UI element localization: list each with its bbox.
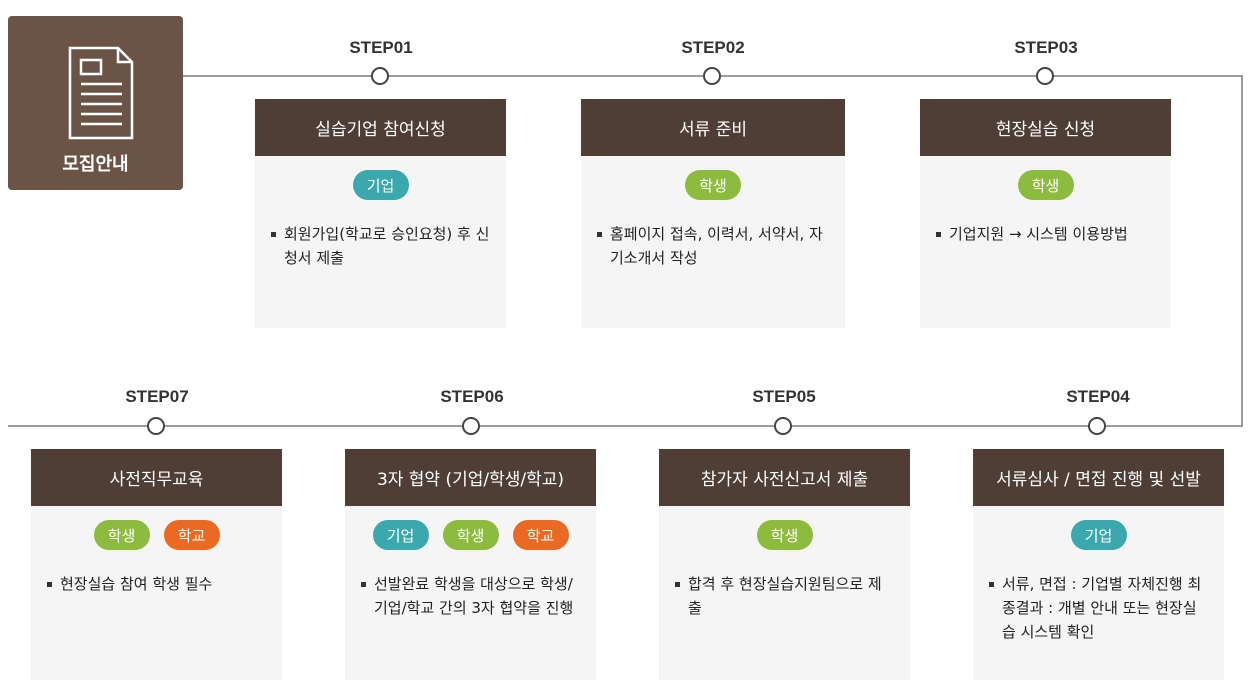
flow-line-right bbox=[1241, 75, 1243, 427]
step03-desc: 기업지원 → 시스템 이용방법 bbox=[949, 225, 1128, 243]
step06-label: STEP06 bbox=[440, 387, 504, 406]
tag-company: 기업 bbox=[352, 170, 409, 200]
tag-student: 학생 bbox=[1017, 170, 1074, 200]
bullet-icon bbox=[361, 582, 366, 587]
recruitment-info-badge: 모집안내 bbox=[8, 16, 183, 190]
step04-node bbox=[1088, 417, 1106, 435]
step06-title: 3자 협약 (기업/학생/학교) bbox=[345, 449, 596, 506]
step07-desc: 현장실습 참여 학생 필수 bbox=[60, 575, 213, 593]
step07-node bbox=[147, 417, 165, 435]
tag-student: 학생 bbox=[442, 520, 499, 550]
step05-label: STEP05 bbox=[752, 387, 816, 406]
step01-desc: 회원가입(학교로 승인요청) 후 신청서 제출 bbox=[284, 225, 490, 267]
step05-node bbox=[774, 417, 792, 435]
step05-desc: 합격 후 현장실습지원팀으로 제출 bbox=[688, 575, 882, 617]
step05-card: 참가자 사전신고서 제출 학생 합격 후 현장실습지원팀으로 제출 bbox=[659, 449, 910, 680]
bullet-icon bbox=[989, 582, 994, 587]
tag-student: 학생 bbox=[756, 520, 813, 550]
bullet-icon bbox=[936, 232, 941, 237]
tag-student: 학생 bbox=[93, 520, 150, 550]
step04-card: 서류심사 / 면접 진행 및 선발 기업 서류, 면접 : 기업별 자체진행 최… bbox=[973, 449, 1224, 680]
step02-label: STEP02 bbox=[681, 38, 745, 57]
step03-card: 현장실습 신청 학생 기업지원 → 시스템 이용방법 bbox=[920, 99, 1171, 328]
step01-title: 실습기업 참여신청 bbox=[255, 99, 506, 156]
step04-label: STEP04 bbox=[1066, 387, 1130, 406]
step02-card: 서류 준비 학생 홈페이지 접속, 이력서, 서약서, 자기소개서 작성 bbox=[581, 99, 845, 328]
bullet-icon bbox=[47, 582, 52, 587]
tag-company: 기업 bbox=[1070, 520, 1127, 550]
step03-title: 현장실습 신청 bbox=[920, 99, 1171, 156]
step01-label: STEP01 bbox=[349, 38, 413, 57]
step06-node bbox=[462, 417, 480, 435]
step04-title: 서류심사 / 면접 진행 및 선발 bbox=[973, 449, 1224, 506]
step03-label: STEP03 bbox=[1014, 38, 1078, 57]
step02-desc: 홈페이지 접속, 이력서, 서약서, 자기소개서 작성 bbox=[610, 225, 823, 267]
tag-school: 학교 bbox=[163, 520, 220, 550]
bullet-icon bbox=[675, 582, 680, 587]
step03-node bbox=[1036, 67, 1054, 85]
step01-node bbox=[371, 67, 389, 85]
tag-school: 학교 bbox=[512, 520, 569, 550]
step02-title: 서류 준비 bbox=[581, 99, 845, 156]
step07-title: 사전직무교육 bbox=[31, 449, 282, 506]
flow-line-bottom bbox=[8, 425, 1243, 427]
step02-node bbox=[703, 67, 721, 85]
document-icon bbox=[68, 46, 134, 140]
step07-card: 사전직무교육 학생 학교 현장실습 참여 학생 필수 bbox=[31, 449, 282, 680]
step01-card: 실습기업 참여신청 기업 회원가입(학교로 승인요청) 후 신청서 제출 bbox=[255, 99, 506, 328]
step05-title: 참가자 사전신고서 제출 bbox=[659, 449, 910, 506]
step07-label: STEP07 bbox=[125, 387, 189, 406]
bullet-icon bbox=[271, 232, 276, 237]
tag-company: 기업 bbox=[372, 520, 429, 550]
tag-student: 학생 bbox=[685, 170, 741, 200]
step06-desc: 선발완료 학생을 대상으로 학생/기업/학교 간의 3자 협약을 진행 bbox=[374, 575, 574, 617]
recruitment-info-label: 모집안내 bbox=[62, 154, 129, 175]
bullet-icon bbox=[597, 232, 602, 237]
step04-desc: 서류, 면접 : 기업별 자체진행 최종결과 : 개별 안내 또는 현장실습 시… bbox=[1002, 575, 1202, 641]
step06-card: 3자 협약 (기업/학생/학교) 기업 학생 학교 선발완료 학생을 대상으로 … bbox=[345, 449, 596, 680]
